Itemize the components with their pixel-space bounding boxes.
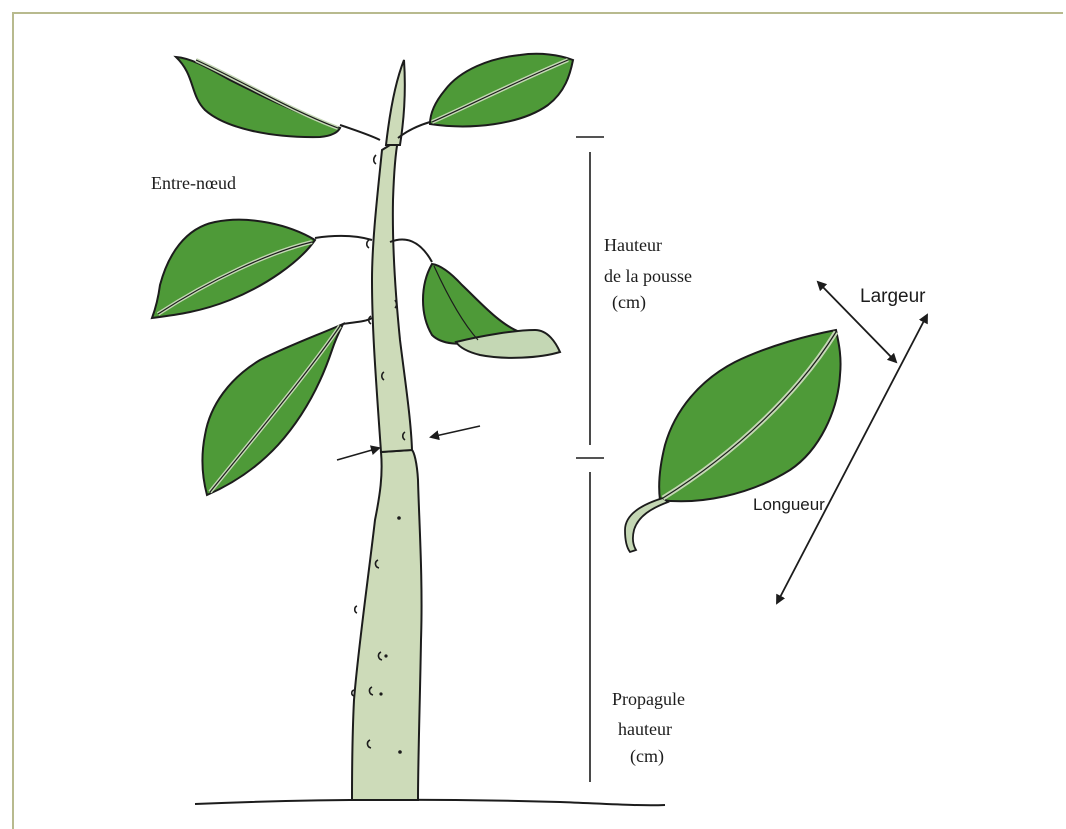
leaf-top-left xyxy=(176,57,340,137)
leaf-lower-left xyxy=(202,324,343,495)
shoot-stem xyxy=(372,140,412,452)
height-scale xyxy=(576,137,604,782)
shoot-apex xyxy=(386,60,405,145)
internode-arrow-right xyxy=(431,426,480,437)
propagule xyxy=(352,450,422,800)
shoot-height-label-line2: de la pousse xyxy=(604,266,692,286)
propagule-height-label-line3: (cm) xyxy=(630,746,664,767)
leaf-middle-right xyxy=(423,264,560,358)
width-label: Largeur xyxy=(860,286,926,307)
propagule-height-label-line2: hauteur xyxy=(618,719,672,739)
internode-label: Entre-nœud xyxy=(151,173,236,193)
ground-line xyxy=(195,800,665,805)
shoot-height-label-line3: (cm) xyxy=(612,292,646,313)
internode-arrow-left xyxy=(337,448,379,460)
shoot-height-label-line1: Hauteur xyxy=(604,235,662,255)
length-label: Longueur xyxy=(753,495,825,514)
propagule-height-label-line1: Propagule xyxy=(612,689,685,709)
measured-leaf xyxy=(625,330,841,552)
leaf-middle-left xyxy=(152,220,315,318)
leaf-top-right xyxy=(430,54,573,127)
